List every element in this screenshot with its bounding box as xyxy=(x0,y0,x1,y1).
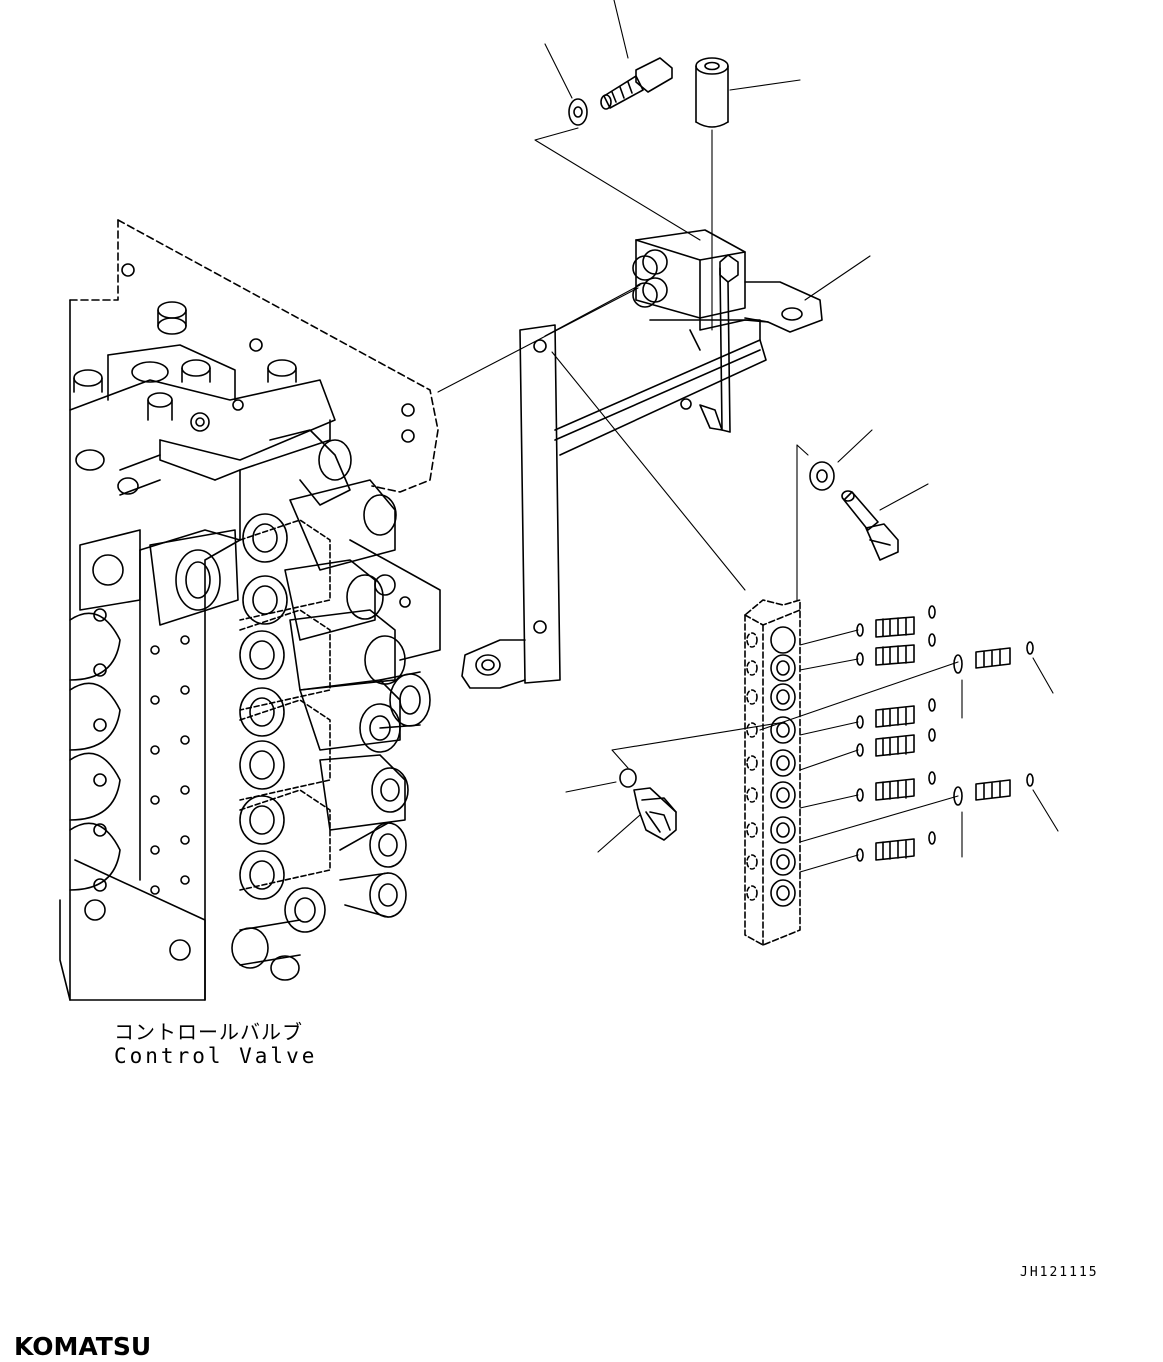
bolt-top xyxy=(600,57,673,110)
drawing-code: JH121115 xyxy=(1020,1265,1099,1280)
bracket-assembly xyxy=(461,229,823,689)
manifold-ports xyxy=(746,626,796,907)
bolt-right xyxy=(841,490,899,561)
control-valve-assembly xyxy=(59,219,441,1001)
caption-japanese: コントロールバルブ xyxy=(114,1020,303,1044)
spacer-sleeve xyxy=(695,57,729,128)
pressure-sensor xyxy=(619,768,677,841)
manifold-block xyxy=(744,599,801,946)
komatsu-logo: KOMATSU xyxy=(14,1332,152,1361)
washer-right xyxy=(809,461,835,491)
leader-lines xyxy=(437,0,1059,873)
washer-top xyxy=(568,98,588,126)
caption-english: Control Valve xyxy=(114,1044,318,1068)
fittings xyxy=(856,605,1034,862)
